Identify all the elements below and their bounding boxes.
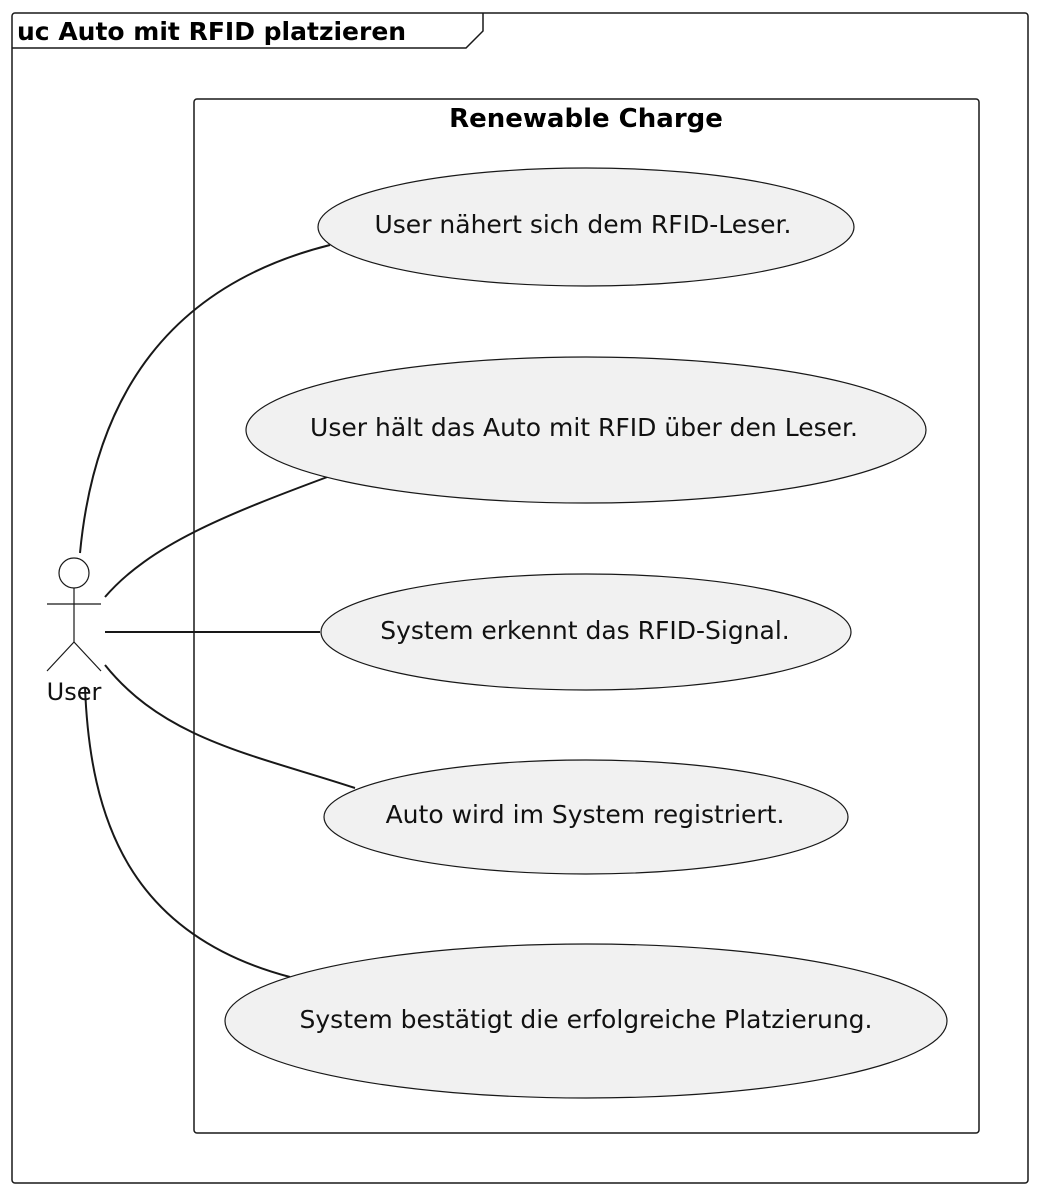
frame-title: uc Auto mit RFID platzieren: [17, 17, 406, 46]
use-case-label: Auto wird im System registriert.: [386, 800, 785, 829]
actor-label: User: [47, 678, 102, 706]
use-case-ellipse: [317, 167, 855, 287]
association-line: [79, 244, 331, 554]
frame-title-tab: [12, 13, 484, 49]
use-case-label: User nähert sich dem RFID-Leser.: [374, 210, 791, 239]
use-case-label: System erkennt das RFID-Signal.: [380, 616, 790, 645]
actor-left-leg: [46, 641, 75, 672]
use-case-ellipse: [320, 573, 852, 691]
use-case-ellipse: [224, 943, 948, 1099]
use-case-ellipse: [245, 356, 927, 504]
association-line: [84, 686, 291, 978]
associations: [79, 244, 356, 978]
use-case: User nähert sich dem RFID-Leser.: [317, 167, 855, 287]
association-line: [104, 664, 356, 789]
use-case-label: System bestätigt die erfolgreiche Platzi…: [300, 1005, 873, 1034]
system-title: Renewable Charge: [449, 104, 723, 134]
association-line: [104, 475, 331, 598]
use-case: System erkennt das RFID-Signal.: [320, 573, 852, 691]
actor-right-leg: [73, 641, 102, 672]
actor-user: User: [46, 557, 102, 706]
use-case: Auto wird im System registriert.: [323, 759, 849, 875]
use-case-ellipse: [323, 759, 849, 875]
use-case: System bestätigt die erfolgreiche Platzi…: [224, 943, 948, 1099]
use-case: User hält das Auto mit RFID über den Les…: [245, 356, 927, 504]
use-case-label: User hält das Auto mit RFID über den Les…: [310, 413, 858, 442]
